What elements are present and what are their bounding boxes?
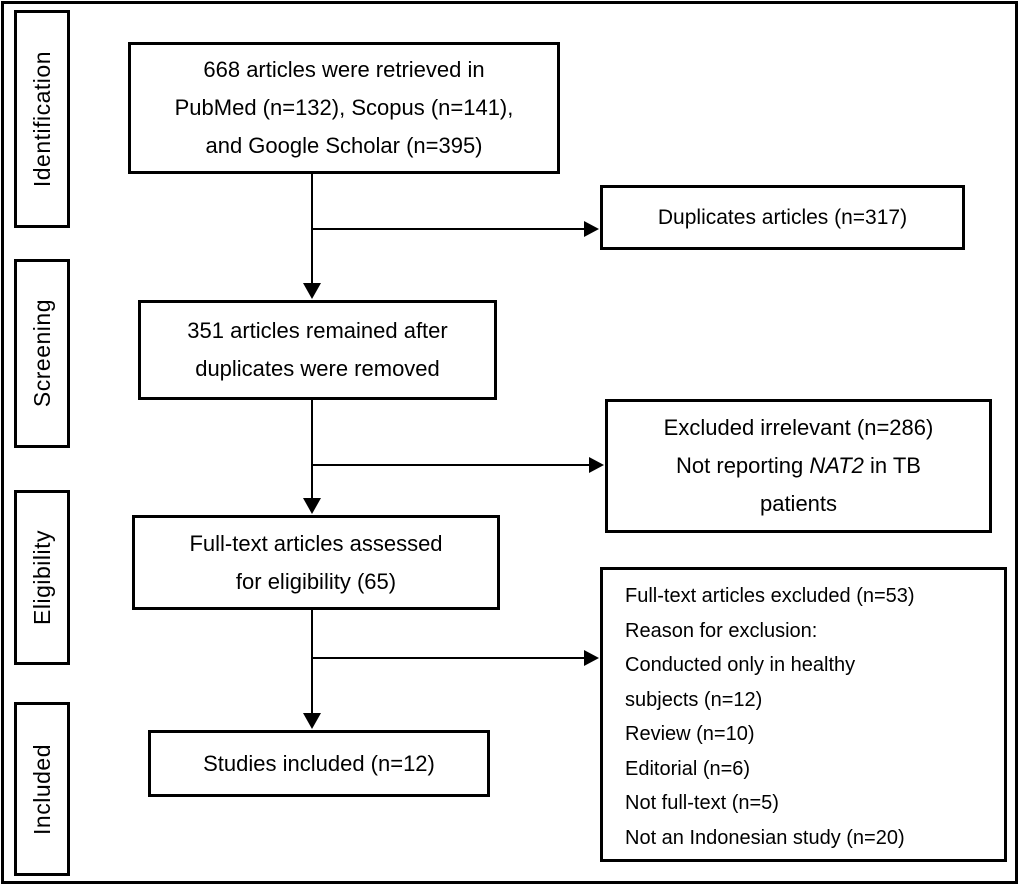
stage-eligibility-label: Eligibility	[28, 530, 55, 625]
box-line: Full-text articles assessed	[189, 530, 443, 556]
box-line-text: Not reporting	[676, 453, 810, 478]
box-line: 351 articles remained after	[187, 318, 448, 343]
box-fulltext-assessed: Full-text articles assessed for eligibil…	[132, 515, 500, 610]
box-line: 668 articles were retrieved in	[203, 57, 485, 82]
box-excluded-irrelevant: Excluded irrelevant (n=286) Not reportin…	[605, 399, 992, 533]
stage-screening-label: Screening	[28, 299, 55, 408]
box-line: subjects (n=12)	[625, 688, 763, 711]
arrow-remained-to-assessed	[303, 400, 604, 514]
stage-included-label: Included	[28, 743, 55, 835]
box-line: PubMed (n=132), Scopus (n=141),	[174, 95, 514, 120]
box-line: Not reporting NAT2 in TB	[676, 447, 921, 485]
box-duplicates: Duplicates articles (n=317)	[600, 185, 965, 250]
box-line: patients	[759, 491, 838, 516]
stage-included: Included	[14, 702, 70, 876]
gene-name-italic: NAT2	[809, 453, 864, 478]
box-line: Editorial (n=6)	[625, 757, 751, 780]
box-line: Duplicates articles (n=317)	[657, 205, 908, 229]
box-articles-retrieved: 668 articles were retrieved in PubMed (n…	[128, 42, 560, 174]
box-line: Conducted only in healthy	[625, 654, 856, 676]
box-line-text: in TB	[863, 453, 921, 478]
box-line: Review (n=10)	[625, 723, 755, 745]
box-line: Not an Indonesian study (n=20)	[625, 826, 905, 849]
box-articles-remained: 351 articles remained after duplicates w…	[138, 300, 497, 400]
box-line: Full-text articles excluded (n=53)	[625, 585, 915, 607]
box-line: Reason for exclusion:	[625, 619, 818, 642]
stage-eligibility: Eligibility	[14, 490, 70, 665]
box-line: duplicates were removed	[195, 356, 440, 381]
stage-identification-label: Identification	[28, 50, 55, 188]
arrow-retrieved-to-remained	[303, 174, 599, 299]
box-line: Not full-text (n=5)	[625, 792, 779, 814]
box-line: and Google Scholar (n=395)	[205, 133, 483, 158]
box-line: for eligibility (65)	[235, 568, 397, 594]
box-line: Studies included (n=12)	[203, 750, 435, 776]
box-studies-included: Studies included (n=12)	[148, 730, 490, 797]
box-line: Excluded irrelevant (n=286)	[663, 415, 934, 440]
stage-identification: Identification	[14, 10, 70, 228]
stage-screening: Screening	[14, 259, 70, 448]
box-fulltext-excluded: Full-text articles excluded (n=53) Reaso…	[600, 567, 1007, 862]
arrow-assessed-to-included	[303, 610, 599, 729]
